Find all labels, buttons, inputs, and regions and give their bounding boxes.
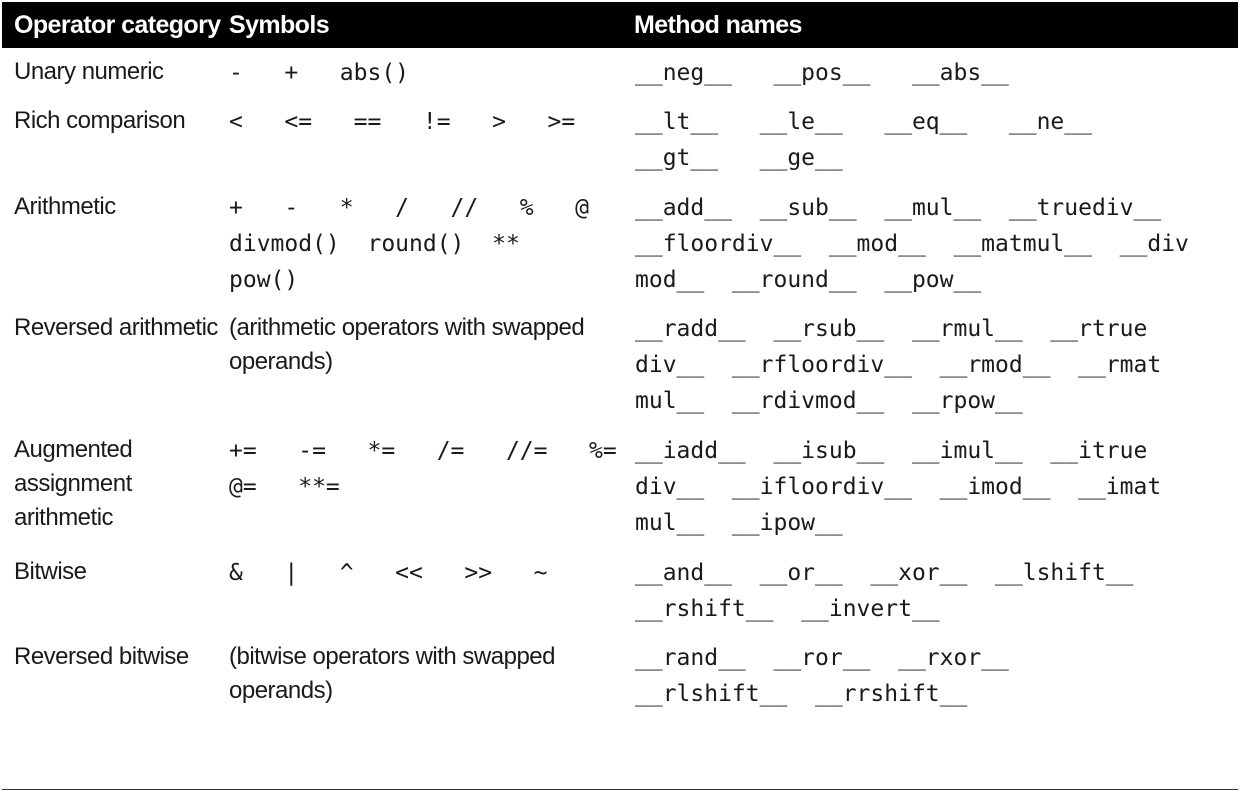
symbols-description-line: (arithmetic operators with swapped — [229, 314, 585, 341]
symbols-cell: - + abs() — [229, 55, 619, 91]
operator-category-line: assignment — [14, 470, 132, 497]
method-names-cell: __radd__ __rsub__ __rmul__ __rtrue div__… — [635, 311, 1235, 419]
method-names-cell: __add__ __sub__ __mul__ __truediv__ __fl… — [635, 190, 1235, 298]
method-names-line: __neg__ __pos__ __abs__ — [635, 60, 1009, 86]
method-names-line: mul__ __ipow__ — [635, 510, 843, 536]
operator-category-cell: Reversed bitwise — [14, 640, 219, 674]
method-names-line: __rand__ __ror__ __rxor__ — [635, 645, 1009, 671]
operator-category-line: arithmetic — [14, 504, 114, 531]
operator-category-line: Rich comparison — [14, 107, 186, 134]
method-names-line: mul__ __rdivmod__ __rpow__ — [635, 388, 1023, 414]
operator-category-cell: Arithmetic — [14, 190, 219, 224]
method-names-cell: __and__ __or__ __xor__ __lshift__ __rshi… — [635, 555, 1235, 627]
symbols-cell: & | ^ << >> ~ — [229, 555, 619, 591]
table-bottom-rule — [2, 789, 1238, 790]
method-names-line: div__ __ifloordiv__ __imod__ __imat — [635, 474, 1162, 500]
symbols-description-line: operands) — [229, 348, 333, 375]
method-names-line: __iadd__ __isub__ __imul__ __itrue — [635, 438, 1148, 464]
operator-category-line: Reversed bitwise — [14, 643, 189, 670]
symbols-line: & | ^ << >> ~ — [229, 560, 548, 586]
header-operator-category: Operator category — [14, 11, 221, 39]
symbols-cell: += -= *= /= //= %= @= **= — [229, 433, 619, 505]
operator-category-cell: Bitwise — [14, 555, 219, 589]
symbols-cell: (arithmetic operators with swapped opera… — [229, 311, 619, 379]
method-names-line: mod__ __round__ __pow__ — [635, 267, 982, 293]
operator-category-line: Arithmetic — [14, 193, 116, 220]
operator-category-cell: Rich comparison — [14, 104, 219, 138]
symbols-line: += -= *= /= //= %= — [229, 438, 617, 464]
method-names-line: __add__ __sub__ __mul__ __truediv__ — [635, 195, 1162, 221]
method-names-line: div__ __rfloordiv__ __rmod__ __rmat — [635, 352, 1162, 378]
method-names-line: __and__ __or__ __xor__ __lshift__ — [635, 560, 1134, 586]
symbols-description-line: operands) — [229, 677, 333, 704]
symbols-line: @= **= — [229, 474, 340, 500]
method-names-line: __radd__ __rsub__ __rmul__ __rtrue — [635, 316, 1148, 342]
operator-category-line: Bitwise — [14, 558, 87, 585]
method-names-cell: __rand__ __ror__ __rxor__ __rlshift__ __… — [635, 640, 1235, 712]
symbols-cell: + - * / // % @ divmod() round() ** pow() — [229, 190, 619, 298]
operator-category-line: Reversed arithmetic — [14, 314, 218, 341]
symbols-description-line: (bitwise operators with swapped — [229, 643, 556, 670]
operator-category-line: Unary numeric — [14, 58, 164, 85]
table-header: Operator category Symbols Method names — [2, 2, 1238, 48]
symbols-line: - + abs() — [229, 60, 410, 86]
symbols-cell: (bitwise operators with swapped operands… — [229, 640, 619, 708]
method-names-line: __rlshift__ __rrshift__ — [635, 681, 968, 707]
symbols-line: pow() — [229, 267, 299, 293]
operator-category-line: Augmented — [14, 436, 133, 463]
symbols-line: divmod() round() ** — [229, 231, 520, 257]
header-method-names: Method names — [634, 11, 802, 39]
symbols-cell: < <= == != > >= — [229, 104, 619, 140]
operator-category-cell: Augmented assignment arithmetic — [14, 433, 219, 535]
method-names-cell: __iadd__ __isub__ __imul__ __itrue div__… — [635, 433, 1235, 541]
method-names-cell: __neg__ __pos__ __abs__ — [635, 55, 1235, 91]
header-symbols: Symbols — [229, 11, 330, 39]
operator-category-cell: Unary numeric — [14, 55, 219, 89]
method-names-line: __gt__ __ge__ — [635, 145, 843, 171]
method-names-line: __floordiv__ __mod__ __matmul__ __div — [635, 231, 1189, 257]
method-names-cell: __lt__ __le__ __eq__ __ne__ __gt__ __ge_… — [635, 104, 1235, 176]
operator-category-cell: Reversed arithmetic — [14, 311, 219, 345]
symbols-line: + - * / // % @ — [229, 195, 590, 221]
method-names-line: __lt__ __le__ __eq__ __ne__ — [635, 109, 1092, 135]
method-names-line: __rshift__ __invert__ — [635, 596, 940, 622]
symbols-line: < <= == != > >= — [229, 109, 576, 135]
